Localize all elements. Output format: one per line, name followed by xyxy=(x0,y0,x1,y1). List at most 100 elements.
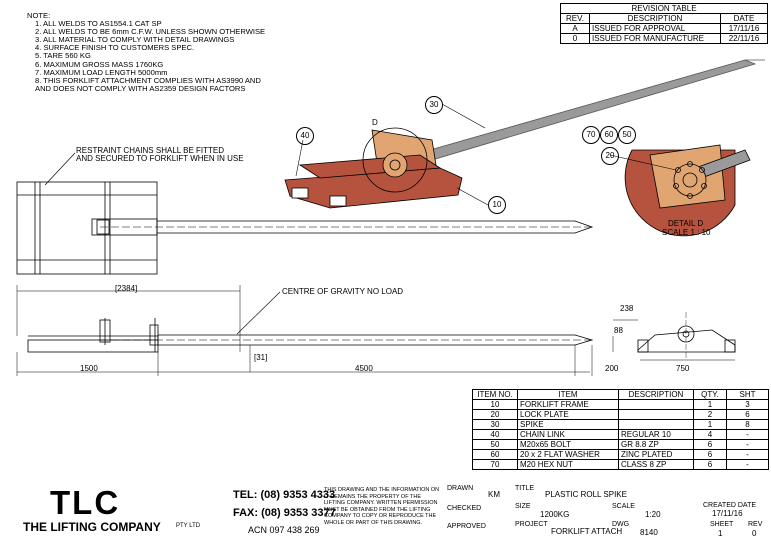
company-tel: TEL: (08) 9353 4333 xyxy=(233,489,336,501)
dimension-lines xyxy=(16,285,593,376)
dim-88: 88 xyxy=(614,326,623,335)
dim-31: [31] xyxy=(254,353,268,362)
dim-238: 238 xyxy=(620,304,634,313)
revision-row: 0 ISSUED FOR MANUFACTURE 22/11/16 xyxy=(560,33,768,44)
sheet-label: SHEET xyxy=(710,521,734,528)
title-label: TITLE xyxy=(515,485,535,492)
company-fax: FAX: (08) 9353 3377 xyxy=(233,507,336,519)
approved-label: APPROVED xyxy=(447,523,486,530)
detail-d-view xyxy=(624,144,751,237)
table-row: 50 M20x65 BOLT GR 8.8 ZP 6 - xyxy=(472,439,769,450)
company-logo: TLC xyxy=(50,484,121,521)
company-acn: ACN 097 438 269 xyxy=(248,525,320,535)
drawn-label: DRAWN xyxy=(447,485,474,492)
table-cell: 60 xyxy=(472,449,518,460)
project-label: PROJECT xyxy=(515,521,548,528)
table-cell: M20x65 BOLT xyxy=(517,439,619,450)
table-row: 10 FORKLIFT FRAME 1 3 xyxy=(472,399,769,410)
table-cell xyxy=(618,409,694,420)
size-label: SIZE xyxy=(515,503,531,510)
table-cell: 40 xyxy=(472,429,518,440)
side-elevation xyxy=(27,318,595,353)
created-value: 17/11/16 xyxy=(712,509,743,518)
leader-lines xyxy=(44,103,677,335)
drawing-views xyxy=(16,59,765,376)
table-cell: 10 xyxy=(472,399,518,410)
detail-title: DETAIL D xyxy=(668,219,704,228)
items-header: ITEM NO. xyxy=(472,389,518,400)
rev-label: REV xyxy=(748,521,763,528)
table-cell: - xyxy=(726,439,769,450)
size-value: 1200KG xyxy=(540,510,570,519)
note-item: 6. MAXIMUM GROSS MASS 1760KG xyxy=(35,59,164,69)
items-header: ITEM xyxy=(517,389,619,400)
table-cell: - xyxy=(726,449,769,460)
table-cell: CLASS 8 ZP xyxy=(618,459,694,470)
table-row: 20 LOCK PLATE 2 6 xyxy=(472,409,769,420)
table-cell: 20 xyxy=(472,409,518,420)
revision-table: REVISION TABLE REV. DESCRIPTION DATE A I… xyxy=(560,3,768,44)
table-cell: 50 xyxy=(472,439,518,450)
table-cell: 6 xyxy=(693,459,727,470)
note-item: 7. MAXIMUM LOAD LENGTH 5000mm xyxy=(35,67,168,77)
table-cell: 3 xyxy=(726,399,769,410)
callout-d: D xyxy=(372,118,378,127)
copyright-disclaimer: THIS DRAWING AND THE INFORMATION ON IT R… xyxy=(324,487,440,526)
note-item: AND DOES NOT COMPLY WITH AS2359 DESIGN F… xyxy=(35,83,246,93)
note-item: 4. SURFACE FINISH TO CUSTOMERS SPEC. xyxy=(35,43,195,53)
rev-value: 0 xyxy=(752,529,757,538)
dwg-label: DWG xyxy=(612,521,630,528)
dim-750: 750 xyxy=(676,364,690,373)
table-row: 30 SPIKE 1 8 xyxy=(472,419,769,430)
checked-label: CHECKED xyxy=(447,505,482,512)
note-item: 5. TARE 560 KG xyxy=(35,51,91,61)
sheet-value: 1 xyxy=(718,529,723,538)
table-cell: LOCK PLATE xyxy=(517,409,619,420)
dim-4500: 4500 xyxy=(355,364,373,373)
revision-cell: 22/11/16 xyxy=(720,33,768,44)
table-cell: 2 xyxy=(693,409,727,420)
callout-40: 40 xyxy=(296,127,314,145)
callout-50: 50 xyxy=(618,126,636,144)
chains-note-line1: RESTRAINT CHAINS SHALL BE FITTED xyxy=(76,146,225,155)
table-cell: 1 xyxy=(693,419,727,430)
table-cell: 4 xyxy=(693,429,727,440)
chains-note-line2: AND SECURED TO FORKLIFT WHEN IN USE xyxy=(76,154,244,163)
table-cell: 70 xyxy=(472,459,518,470)
callout-60: 60 xyxy=(600,126,618,144)
callout-30: 30 xyxy=(425,96,443,114)
table-cell: 30 xyxy=(472,419,518,430)
items-table: ITEM NO. ITEM DESCRIPTION QTY. SHT 10 FO… xyxy=(472,389,769,470)
callout-10: 10 xyxy=(488,196,506,214)
items-header: SHT xyxy=(726,389,769,400)
company-pty: PTY LTD xyxy=(176,523,201,529)
table-cell: SPIKE xyxy=(517,419,619,430)
company-name: THE LIFTING COMPANY xyxy=(23,520,161,534)
table-cell: - xyxy=(726,429,769,440)
title-value: PLASTIC ROLL SPIKE xyxy=(545,490,627,499)
table-row: 40 CHAIN LINK REGULAR 10 4 - xyxy=(472,429,769,440)
note-item: 3. ALL MATERIAL TO COMPLY WITH DETAIL DR… xyxy=(35,35,235,45)
table-cell: 8 xyxy=(726,419,769,430)
table-cell: M20 HEX NUT xyxy=(517,459,619,470)
cog-note: CENTRE OF GRAVITY NO LOAD xyxy=(282,287,404,296)
dim-2384: [2384] xyxy=(115,284,138,293)
general-notes: NOTE: 1. ALL WELDS TO AS1554.1 CAT SP 2.… xyxy=(27,11,266,93)
dim-200: 200 xyxy=(605,364,619,373)
scale-label: SCALE xyxy=(612,503,635,510)
items-header: QTY. xyxy=(693,389,727,400)
notes-heading: NOTE: xyxy=(27,11,51,20)
table-cell: 20 x 2 FLAT WASHER xyxy=(517,449,619,460)
table-cell xyxy=(618,419,694,430)
callout-70: 70 xyxy=(582,126,600,144)
plan-view xyxy=(16,181,594,275)
detail-d-circle xyxy=(362,127,428,193)
note-item: 2. ALL WELDS TO BE 6mm C.F.W. UNLESS SHO… xyxy=(35,27,266,37)
table-cell: GR 8.8 ZP xyxy=(618,439,694,450)
table-cell: 6 xyxy=(693,449,727,460)
note-item: 8. THIS FORKLIFT ATTACHMENT COMPLIES WIT… xyxy=(35,75,261,85)
created-label: CREATED DATE xyxy=(703,502,757,509)
table-row: 60 20 x 2 FLAT WASHER ZINC PLATED 6 - xyxy=(472,449,769,460)
table-cell: ZINC PLATED xyxy=(618,449,694,460)
table-cell: CHAIN LINK xyxy=(517,429,619,440)
